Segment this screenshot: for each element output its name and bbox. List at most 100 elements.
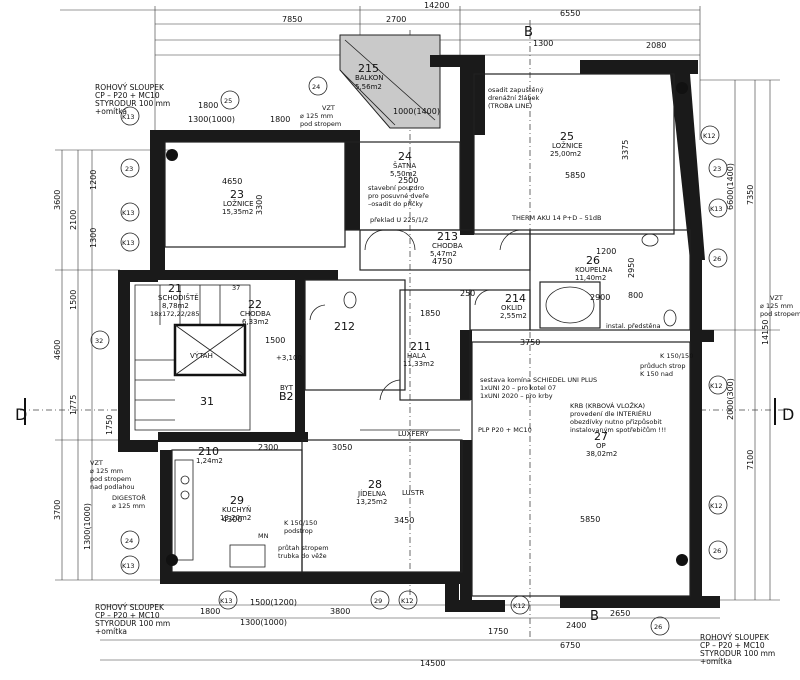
- byt-code: B2: [279, 390, 294, 403]
- inner-dimensions: 4650 3300 5850 3375 2500 2900 4750 2950 …: [89, 101, 643, 525]
- room-25-area: 25,00m2: [550, 150, 581, 158]
- room-28-number: 28: [368, 478, 382, 491]
- corner-br-line1: ROHOVÝ SLOUPEK: [700, 633, 770, 642]
- instal-label: instal. předstěna: [606, 322, 661, 330]
- grid-bottom-k12: K12: [401, 597, 414, 605]
- grid-right-k13: K13: [710, 205, 723, 213]
- k150-note-1: průduch strop: [640, 362, 686, 370]
- room-214-name: OKLID: [501, 304, 522, 312]
- room-23-number: 23: [230, 188, 244, 201]
- vzt-left-2: ⌀ 125 mm: [300, 112, 333, 120]
- grid-right-26-b: 26: [713, 547, 721, 555]
- dim-1200: 1200: [89, 170, 98, 190]
- grid-bubble-top-k12: [700, 125, 720, 145]
- corner-tl-line1: ROHOVÝ SLOUPEK: [95, 83, 165, 92]
- dim-1300-left: 1300: [89, 228, 98, 248]
- column-markers: [166, 82, 688, 566]
- dim-3375: 3375: [621, 140, 630, 160]
- grid-bubble-top-k13-label: K13: [122, 113, 135, 121]
- grid-right-k12-b: K12: [710, 502, 723, 510]
- room-labels: 215 BALKON 5,56m2 24 ŠATNA 5,50m2 25 LOŽ…: [150, 62, 617, 522]
- room-24-area: 5,50m2: [390, 170, 417, 178]
- grid-left-32: 32: [95, 337, 103, 345]
- section-line-d: D D: [15, 398, 794, 425]
- satna-note-2: pro posuvné dveře: [368, 192, 429, 200]
- room-211-area: 11,33m2: [403, 360, 434, 368]
- k150-b-1: K 150/150: [284, 519, 317, 527]
- elevation-marker: +3,100: [276, 354, 302, 362]
- dim-bottom-3800: 3800: [330, 607, 350, 616]
- dim-bottom-total: 14500: [420, 659, 445, 668]
- exterior-walls: [118, 55, 720, 612]
- grid-right-23: 23: [713, 165, 721, 173]
- dim-bottom-1300: 1300(1000): [240, 618, 287, 627]
- dim-3050: 3050: [332, 443, 352, 452]
- stair-info: 18x172,22/285: [150, 310, 199, 318]
- room-213-name: CHODBA: [432, 242, 463, 250]
- annotations: ROHOVÝ SLOUPEK CP – P20 + MC10 STYRODUR …: [90, 83, 800, 666]
- dim-1300-1000-top: 1300(1000): [188, 115, 235, 124]
- room-23-area: 15,35m2: [222, 208, 253, 216]
- grid-left-k13-b: K13: [122, 239, 135, 247]
- section-mark-d-right: D: [782, 405, 794, 424]
- digestor-diameter: ⌀ 125 mm: [112, 502, 145, 510]
- grid-right-26: 26: [713, 255, 721, 263]
- vzt-right-3: pod stropem: [760, 310, 800, 318]
- dim-3300: 3300: [255, 195, 264, 215]
- room-25-number: 25: [560, 130, 574, 143]
- top-dimension-lines: 14200 7850 2700 6550 1300 2080: [60, 1, 701, 140]
- satna-note-3: –osadit do příčky: [368, 200, 423, 208]
- dim-1850: 1850: [420, 309, 440, 318]
- dim-bottom-2400: 2400: [566, 621, 586, 630]
- k150-note-2: K 150 nad: [640, 370, 673, 378]
- digestor-label: DIGESTOŘ: [112, 493, 146, 502]
- komin-1: sestava komína SCHIEDEL UNI PLUS: [480, 376, 597, 384]
- room-31-number: 31: [200, 395, 214, 408]
- grid-bubble-top-25-label: 25: [224, 97, 232, 105]
- grid-left-23: 23: [125, 165, 133, 173]
- vzt-bl-3: pod stropem: [90, 475, 131, 483]
- krb-4: instalovaným spotřebičům !!!: [570, 426, 666, 434]
- corner-tl-line3: STYRODUR 100 mm: [95, 99, 170, 108]
- bottom-dimension-lines: 14500 6750 1800 1500(1200) 1300(1000) 38…: [100, 598, 720, 668]
- corner-br-line2: CP – P20 + MC10: [700, 641, 765, 650]
- room-24-name: ŠATNA: [393, 161, 416, 170]
- room-211-number: 211: [410, 340, 431, 353]
- room-29-number: 29: [230, 494, 244, 507]
- dim-left-2100: 2100: [69, 210, 78, 230]
- protah-1: průtah stropem: [278, 544, 329, 552]
- section-mark-d-left: D: [15, 405, 27, 424]
- dim-2950: 2950: [627, 258, 636, 278]
- grid-bottom-k13: K13: [220, 597, 233, 605]
- dim-bottom-1800: 1800: [200, 607, 220, 616]
- grid-bottom-26: 26: [654, 623, 662, 631]
- krb-1: KRB (KRBOVÁ VLOŽKA): [570, 401, 645, 410]
- dim-left-4600: 4600: [53, 340, 62, 360]
- vzt-right-1: VZT: [770, 294, 783, 302]
- protah-2: trubka do věže: [278, 552, 327, 560]
- grid-bubble-top-24: [308, 76, 328, 96]
- dim-left-3700: 3700: [53, 500, 62, 520]
- room-21-name: SCHODIŠTĚ: [158, 293, 199, 302]
- section-mark-b-top: B: [524, 25, 533, 40]
- room-21-number: 21: [168, 282, 182, 295]
- room-21-area: 8,78m2: [162, 302, 189, 310]
- lustr-label: LUSTR: [402, 489, 424, 497]
- room-211-name: HALA: [407, 352, 426, 360]
- dim-3750: 3750: [520, 338, 540, 347]
- interior-partitions: [164, 73, 691, 597]
- komin-3: 1xUNI 2020 – pro krby: [480, 392, 553, 400]
- dim-top-1300: 1300: [533, 39, 553, 48]
- room-215-name: BALKON: [355, 74, 383, 82]
- luxfery-label: LUXFERY: [398, 430, 429, 438]
- room-27-area: 38,02m2: [586, 450, 617, 458]
- grid-bubble-top-24-label: 24: [312, 83, 320, 91]
- room-22-area: 6,33m2: [242, 318, 269, 326]
- grid-bubbles: 25 24 K13 K12 23 K13 K13 32 K13 24 23 K1…: [90, 76, 728, 636]
- krb-3: obezdívky nutno přizpůsobit: [570, 418, 662, 426]
- corner-bl-line1: ROHOVÝ SLOUPEK: [95, 603, 165, 612]
- mn-label: MN: [258, 532, 269, 540]
- room-215-area: 5,56m2: [355, 83, 382, 91]
- komin-2: 1xUNI 20 – pro kotel 07: [480, 384, 556, 392]
- stair-length: 37: [232, 284, 240, 292]
